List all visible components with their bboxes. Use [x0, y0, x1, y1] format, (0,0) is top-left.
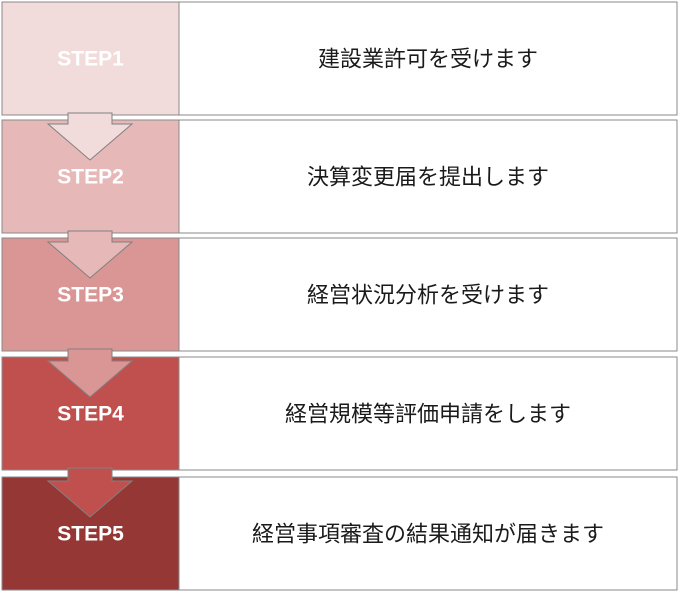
down-arrow-icon	[46, 348, 134, 398]
step-description-5: 経営事項審査の結果通知が届きます	[252, 523, 604, 548]
step-description-box-3	[178, 237, 678, 352]
step-row-5	[1, 476, 678, 591]
step-label-3: STEP3	[57, 284, 124, 307]
step-description-2: 決算変更届を提出します	[307, 166, 549, 191]
step-label-1: STEP1	[57, 48, 124, 71]
step-description-3: 経営状況分析を受けます	[307, 284, 549, 309]
step-row-4	[1, 356, 678, 471]
down-arrow-icon	[46, 230, 134, 279]
step-row-3	[1, 237, 678, 352]
down-arrow-icon	[46, 467, 134, 518]
step-badge-5	[1, 476, 180, 591]
step-description-box-5	[178, 476, 678, 591]
step-row-1	[1, 1, 678, 116]
step-label-5: STEP5	[57, 523, 124, 546]
down-arrow-icon	[46, 112, 134, 161]
step-badge-1	[1, 1, 180, 116]
step-label-4: STEP4	[57, 403, 124, 426]
step-description-box-2	[178, 119, 678, 234]
step-description-box-1	[178, 1, 678, 116]
step-description-box-4	[178, 356, 678, 471]
step-label-2: STEP2	[57, 166, 124, 189]
step-description-1: 建設業許可を受けます	[318, 48, 538, 73]
step-description-4: 経営規模等評価申請をします	[285, 403, 571, 428]
